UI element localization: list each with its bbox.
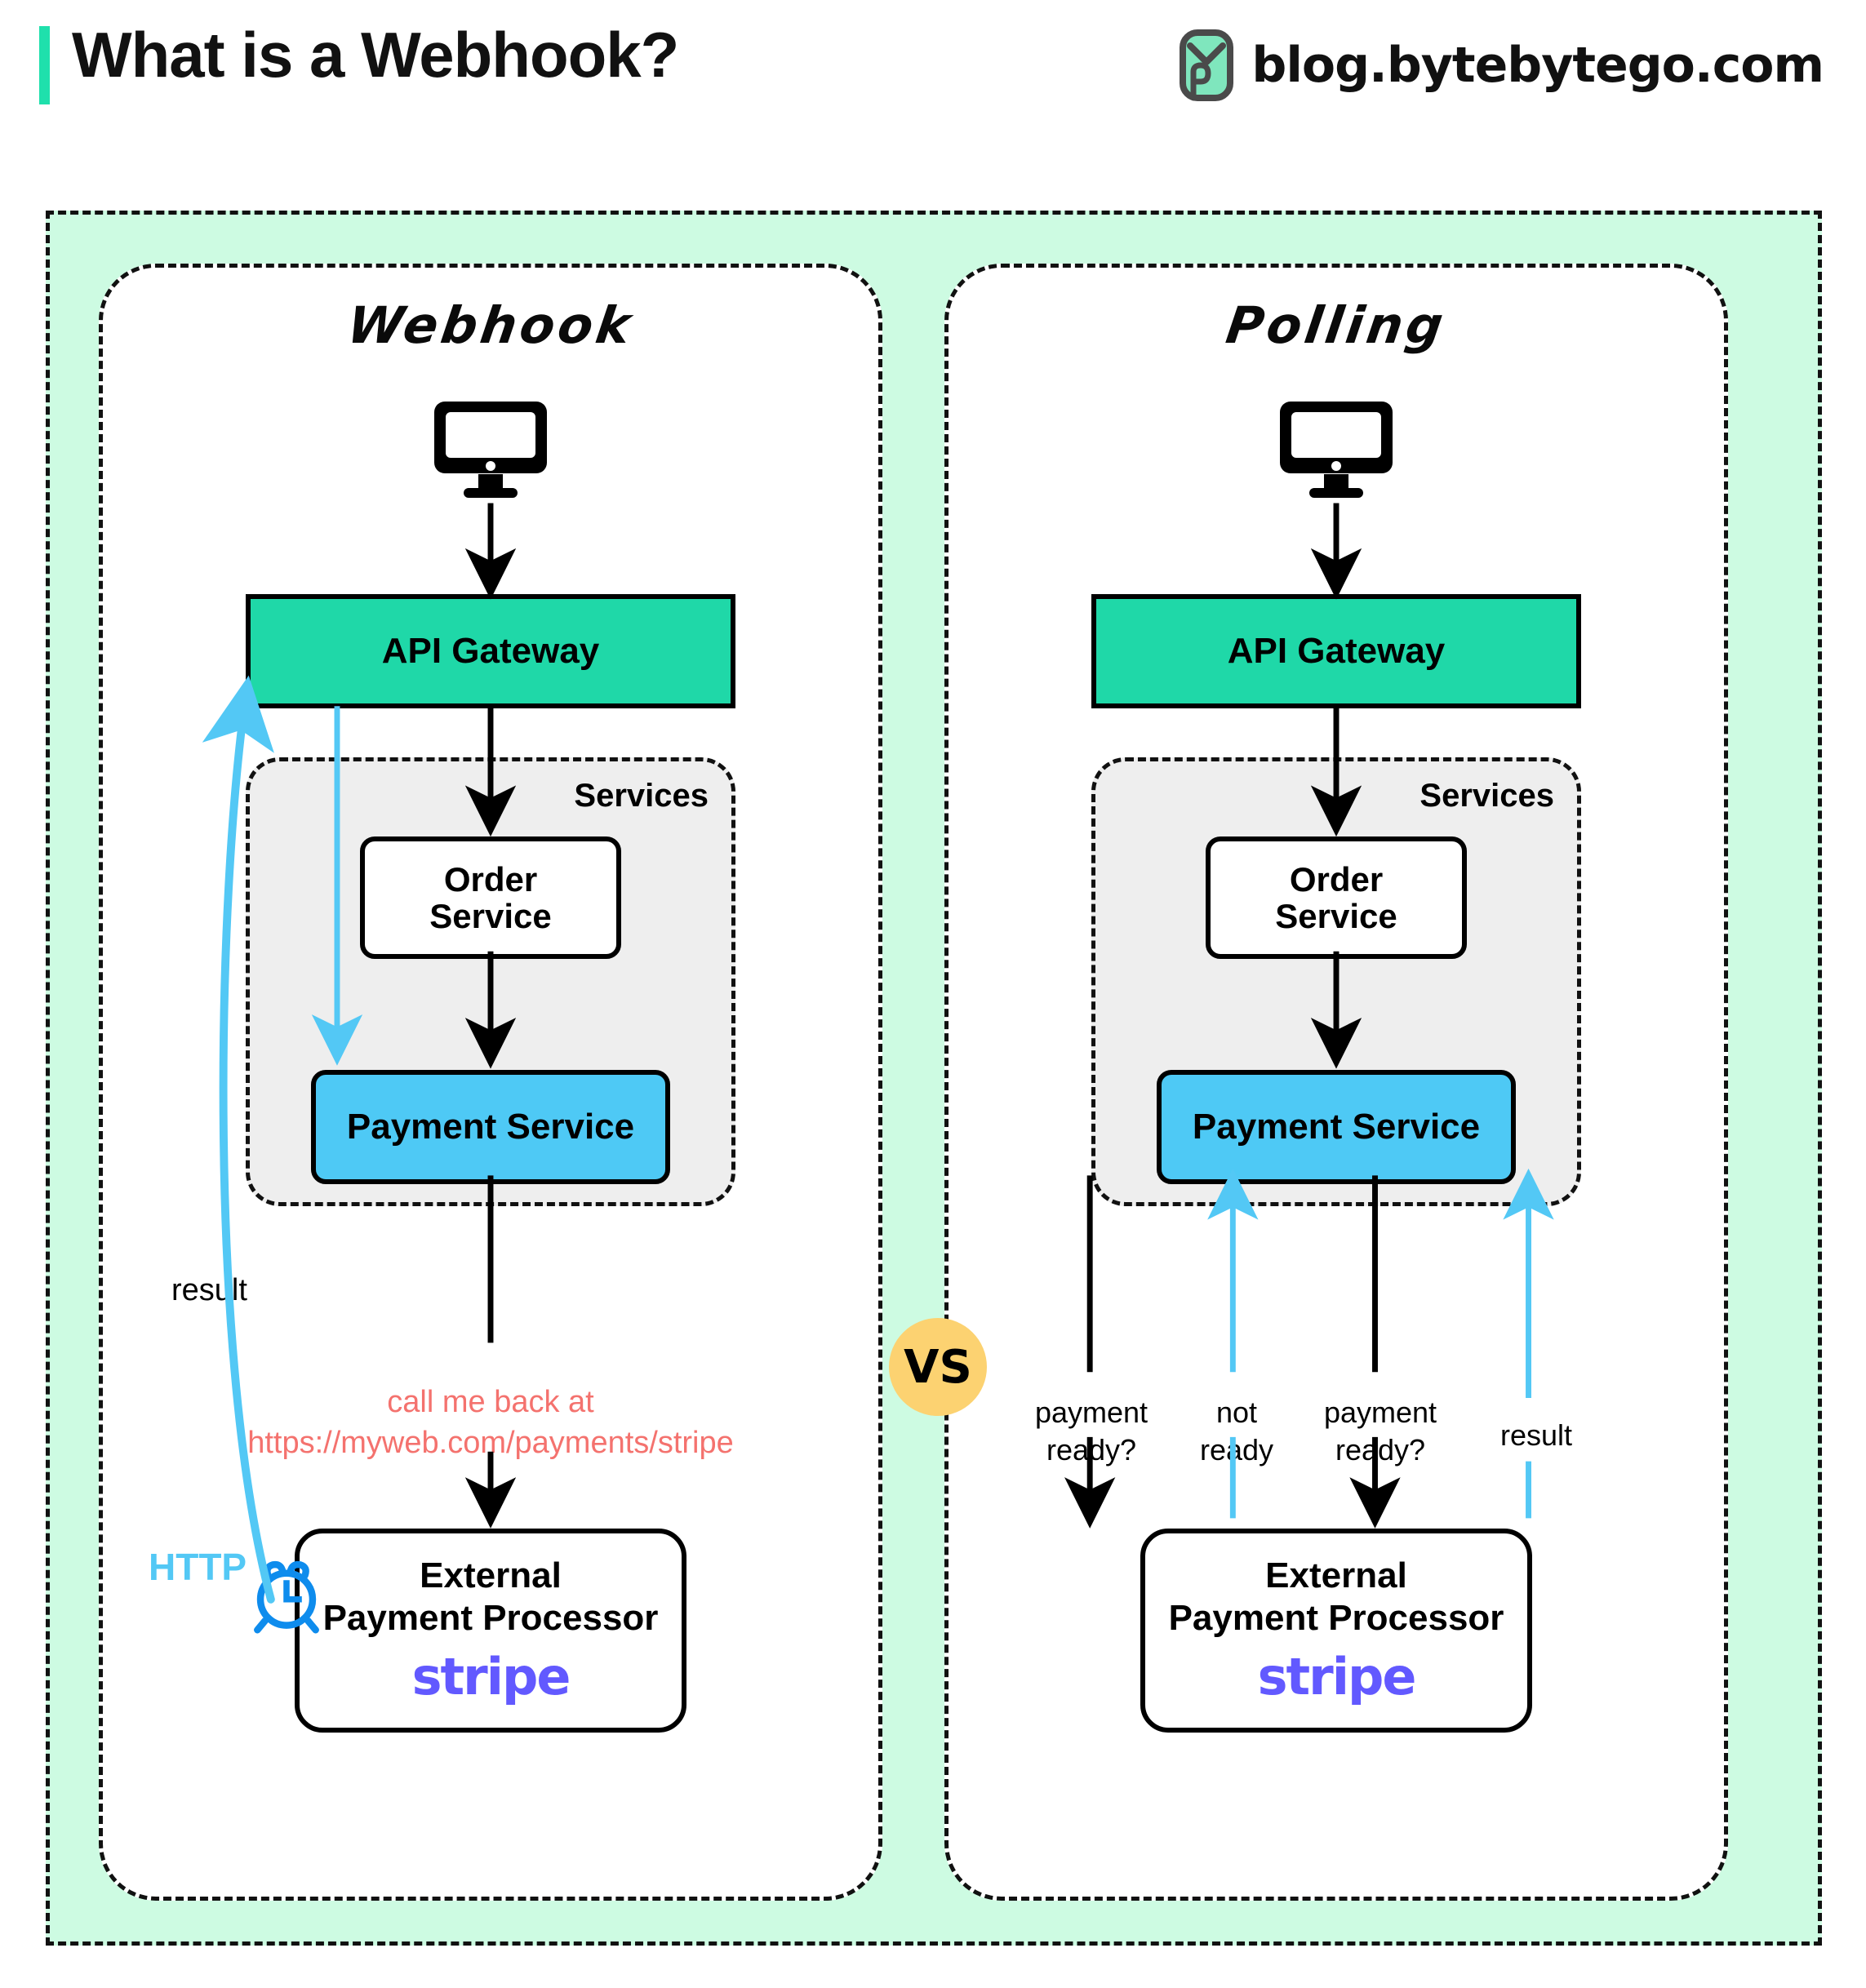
poll-label-line2: ready? [1335, 1433, 1426, 1467]
payment-service-label: Payment Service [1192, 1107, 1481, 1147]
callback-note-url: https://myweb.com/payments/stripe [247, 1426, 734, 1461]
stripe-logo: stripe [1257, 1647, 1417, 1707]
order-service-box-polling[interactable]: Order Service [1206, 836, 1467, 959]
processor-line1: External [1265, 1555, 1407, 1595]
api-gateway-box-polling[interactable]: API Gateway [1091, 594, 1581, 708]
external-payment-processor-polling[interactable]: External Payment Processor stripe [1140, 1529, 1532, 1733]
page-title: What is a Webhook? [72, 19, 679, 91]
order-service-box-webhook[interactable]: Order Service [360, 836, 621, 959]
brand-block: blog.bytebytego.com [1180, 28, 1824, 103]
poll-label-line1: not [1215, 1396, 1258, 1429]
poll-label-line2: ready [1199, 1433, 1274, 1467]
vs-label: VS [904, 1340, 972, 1394]
services-label: Services [1419, 778, 1554, 814]
callback-note-line1: call me back at [387, 1385, 594, 1419]
vs-badge: VS [889, 1318, 987, 1416]
panel-title-webhook: Webhook [344, 295, 638, 355]
processor-line2: Payment Processor [1168, 1597, 1504, 1638]
external-payment-processor-webhook[interactable]: External Payment Processor stripe [295, 1529, 686, 1733]
poll-label-line2: ready? [1046, 1433, 1137, 1467]
bytebytego-book-logo-icon [1180, 29, 1234, 101]
processor-line1: External [420, 1555, 562, 1595]
payment-service-box-polling[interactable]: Payment Service [1157, 1070, 1516, 1184]
result-label-webhook: result [171, 1273, 247, 1307]
alarm-clock-icon [254, 1560, 319, 1634]
desktop-monitor-icon [434, 402, 547, 498]
poll-label-line1: payment [1323, 1396, 1437, 1429]
api-gateway-label: API Gateway [1227, 631, 1446, 672]
diagram-canvas: Webhook API Gateway Services Order Servi… [46, 211, 1822, 1946]
order-service-line2: Service [1275, 897, 1397, 935]
panel-polling: Polling API Gateway Services Order Servi… [944, 264, 1728, 1901]
title-accent-bar [39, 26, 50, 104]
order-service-line2: Service [429, 897, 552, 935]
desktop-monitor-icon [1280, 402, 1393, 498]
panel-title-polling: Polling [1222, 295, 1451, 355]
api-gateway-box-webhook[interactable]: API Gateway [246, 594, 735, 708]
services-label: Services [574, 778, 709, 814]
poll-label-payment-ready-2: payment ready? [1295, 1394, 1466, 1469]
services-group-polling: Services Order Service Payment Service [1091, 757, 1581, 1206]
payment-service-label: Payment Service [346, 1107, 635, 1147]
processor-line2: Payment Processor [322, 1597, 659, 1638]
stripe-logo: stripe [411, 1647, 571, 1707]
order-service-line1: Order [443, 859, 538, 899]
brand-url: blog.bytebytego.com [1251, 37, 1824, 94]
order-service-line1: Order [1289, 859, 1384, 899]
poll-label-not-ready: not ready [1175, 1394, 1298, 1469]
poll-label-payment-ready-1: payment ready? [1006, 1394, 1177, 1469]
http-label: HTTP [149, 1546, 247, 1588]
page-header: What is a Webhook? blog.bytebytego.com [0, 0, 1866, 131]
callback-note: call me back at https://myweb.com/paymen… [180, 1382, 801, 1463]
poll-label-line1: result [1499, 1418, 1573, 1452]
api-gateway-label: API Gateway [381, 631, 600, 672]
poll-label-result: result [1471, 1417, 1602, 1454]
poll-label-line1: payment [1034, 1396, 1148, 1429]
payment-service-box-webhook[interactable]: Payment Service [311, 1070, 670, 1184]
panel-webhook: Webhook API Gateway Services Order Servi… [99, 264, 882, 1901]
services-group-webhook: Services Order Service Payment Service [246, 757, 735, 1206]
